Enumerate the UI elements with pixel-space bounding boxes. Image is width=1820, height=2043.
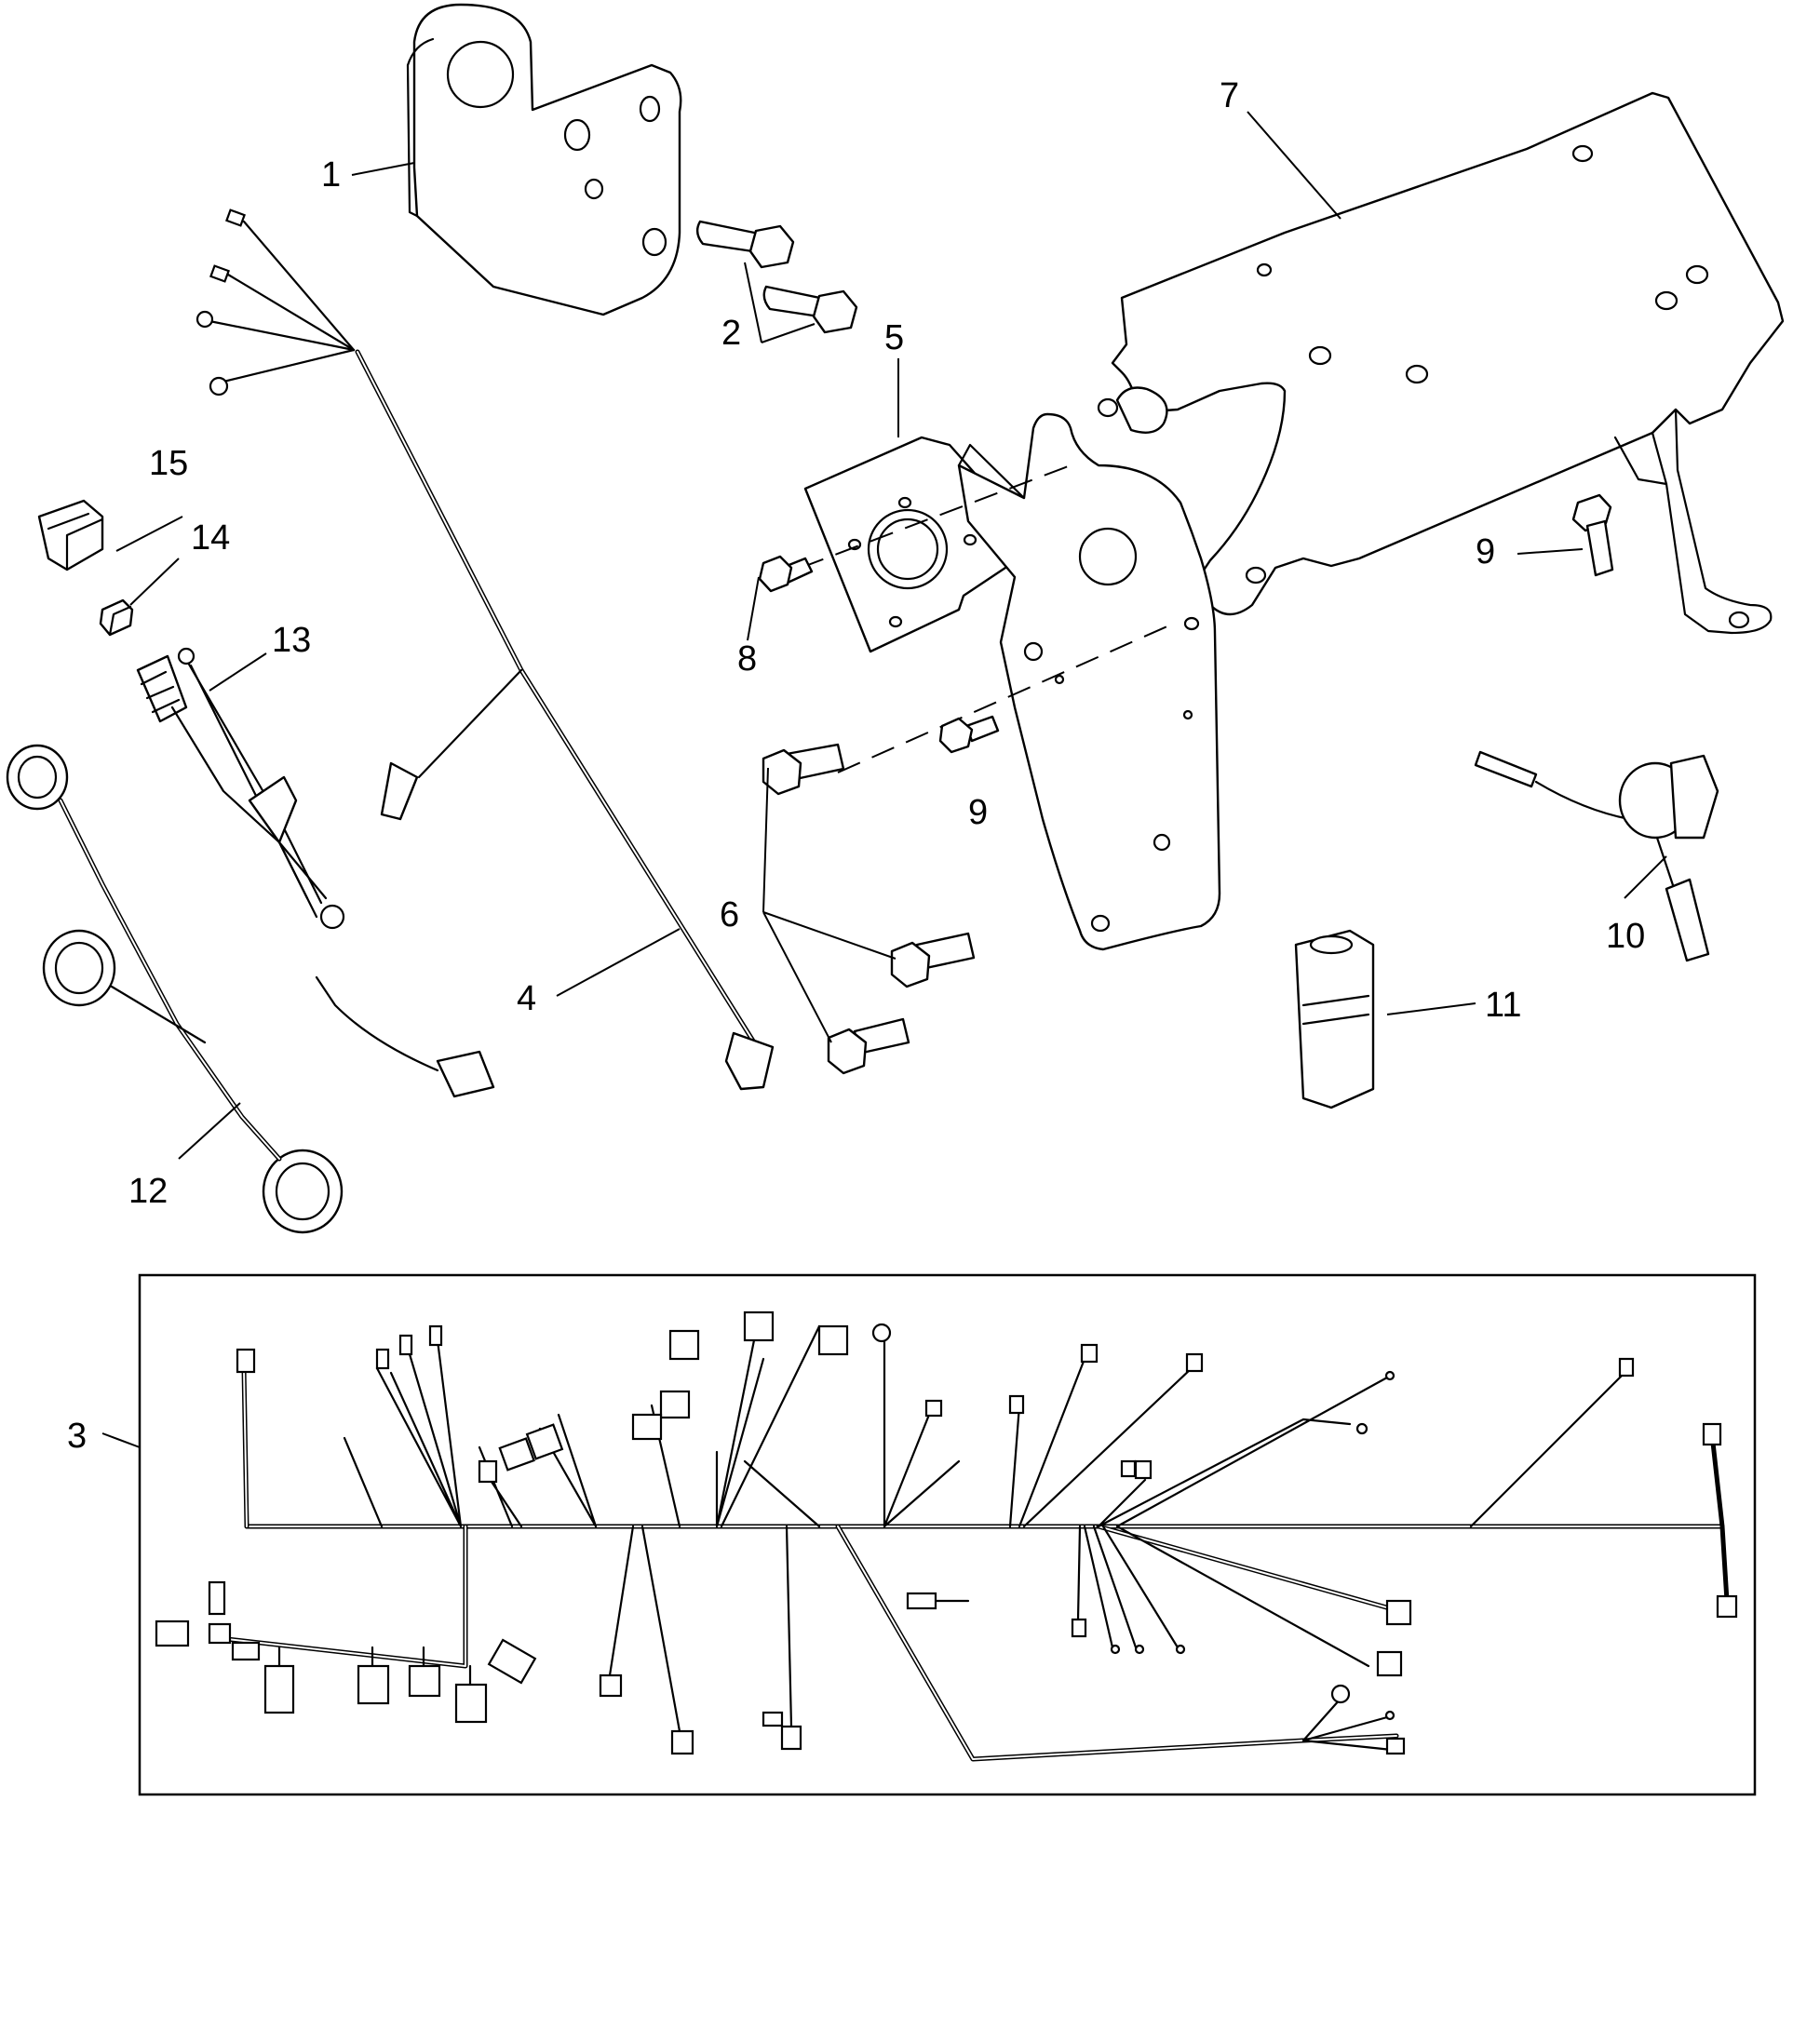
callout-labels: 1 2 3 4 5 6 7 8 9 9 10 11 12 13 14 15 bbox=[67, 76, 1645, 1456]
part-3-main-harness-box bbox=[138, 1273, 1757, 1796]
callout-15: 15 bbox=[149, 444, 188, 483]
harness-frame bbox=[138, 1273, 1757, 1796]
callout-10: 10 bbox=[1606, 917, 1645, 956]
callout-8: 8 bbox=[737, 639, 757, 679]
part-9-bolt-small bbox=[938, 715, 1000, 754]
part-11-connector bbox=[1294, 929, 1375, 1109]
part-9-bolt-large bbox=[1571, 493, 1614, 577]
callout-9-lower: 9 bbox=[968, 793, 988, 832]
callout-2: 2 bbox=[721, 314, 741, 353]
part-14-fuse bbox=[99, 598, 134, 637]
part-1-bracket bbox=[406, 3, 682, 316]
part-5-mount-plate bbox=[803, 412, 1221, 951]
callout-5: 5 bbox=[884, 318, 904, 357]
callout-14: 14 bbox=[191, 518, 230, 558]
part-12-round-connector-harness bbox=[6, 744, 344, 1234]
callout-9-upper: 9 bbox=[1476, 532, 1495, 571]
part-13-harness bbox=[136, 647, 495, 1098]
leader-lines bbox=[101, 111, 1667, 1448]
part-6-bolts bbox=[762, 743, 976, 1075]
callout-1: 1 bbox=[321, 155, 341, 195]
callout-13: 13 bbox=[272, 621, 311, 660]
callout-4: 4 bbox=[517, 979, 536, 1018]
part-4-harness bbox=[195, 208, 775, 1091]
part-2-bolts bbox=[695, 220, 858, 334]
callout-12: 12 bbox=[128, 1172, 168, 1211]
part-8-bolt bbox=[758, 555, 814, 593]
callout-6: 6 bbox=[720, 895, 739, 934]
part-15-relay bbox=[37, 499, 104, 571]
part-10-sensor bbox=[1474, 750, 1719, 962]
callout-3: 3 bbox=[67, 1417, 87, 1456]
callout-11: 11 bbox=[1485, 986, 1521, 1025]
part-7-long-plate bbox=[1097, 91, 1785, 635]
callout-7: 7 bbox=[1220, 76, 1239, 115]
